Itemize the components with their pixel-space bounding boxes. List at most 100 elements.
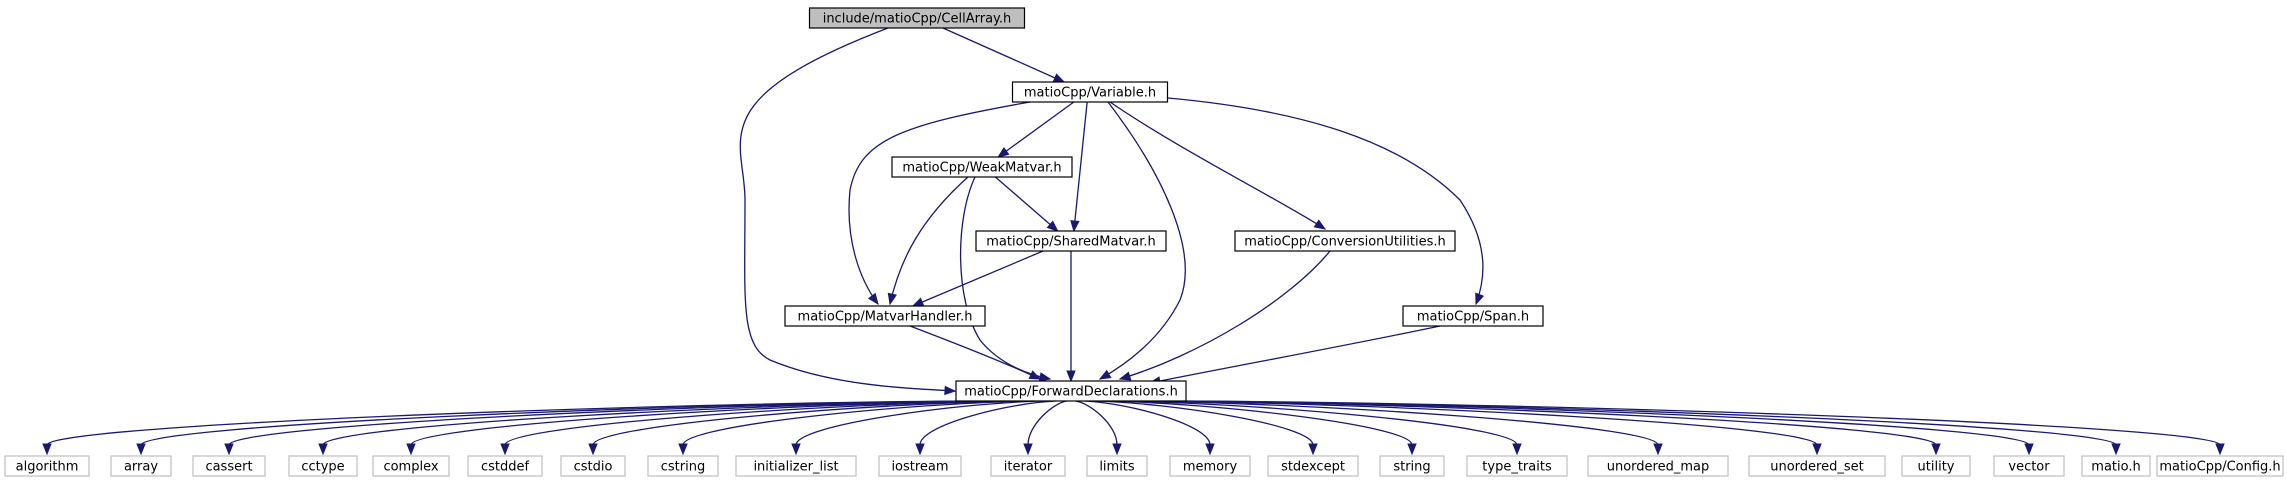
node-label-string: string (1393, 460, 1430, 475)
arrowhead-conversion-to-forward (1118, 371, 1132, 381)
node-box-limits (1086, 455, 1148, 477)
node-forward[interactable]: matioCpp/ForwardDeclarations.h (955, 380, 1187, 402)
arrowhead-forward-to-unordered_map (1653, 443, 1663, 456)
node-matio_h: matio.h (2081, 455, 2151, 477)
node-box-cctype (288, 455, 358, 477)
node-box-initializer_list (735, 455, 857, 477)
node-cellarray[interactable]: include/matioCpp/CellArray.h (808, 7, 1026, 29)
node-limits: limits (1086, 455, 1148, 477)
arrowhead-variable-to-matvarhandler (867, 292, 879, 306)
edge-forward-to-cassert (228, 400, 988, 446)
node-span[interactable]: matioCpp/Span.h (1402, 305, 1544, 327)
node-label-cellarray: include/matioCpp/CellArray.h (823, 12, 1012, 27)
edge-forward-to-type_traits (1115, 400, 1518, 446)
edge-cellarray-to-variable (942, 27, 1065, 83)
arrowhead-forward-to-array (136, 443, 146, 456)
arrowhead-weakmatvar-to-matvarhandler (887, 292, 897, 306)
arrowhead-forward-to-cstddef (500, 443, 510, 456)
arrowhead-variable-to-sharedmatvar (1070, 220, 1080, 233)
node-box-complex (372, 455, 450, 477)
edge-weakmatvar-to-matvarhandler (889, 176, 969, 305)
node-label-stdexcept: stdexcept (1281, 460, 1345, 475)
node-label-sharedmatvar: matioCpp/SharedMatvar.h (986, 235, 1155, 250)
edge-variable-to-sharedmatvar (1073, 101, 1088, 232)
node-box-weakmatvar (891, 156, 1073, 178)
edges-layer (42, 27, 2225, 456)
arrowhead-cellarray-to-forward (944, 385, 957, 396)
edge-forward-to-cstddef (504, 400, 1015, 446)
arrowhead-sharedmatvar-to-forward (1066, 370, 1076, 383)
node-label-cctype: cctype (301, 460, 344, 475)
node-label-matio_h: matio.h (2091, 460, 2140, 475)
node-iostream: iostream (878, 455, 962, 477)
node-weakmatvar[interactable]: matioCpp/WeakMatvar.h (891, 156, 1073, 178)
node-variable[interactable]: matioCpp/Variable.h (1011, 81, 1169, 103)
node-label-matvarhandler: matioCpp/MatvarHandler.h (798, 310, 973, 325)
edge-forward-to-memory (1084, 400, 1211, 446)
node-box-sharedmatvar (975, 230, 1167, 252)
node-label-array: array (124, 460, 158, 475)
node-cstddef: cstddef (467, 455, 543, 477)
node-complex: complex (372, 455, 450, 477)
node-sharedmatvar[interactable]: matioCpp/SharedMatvar.h (975, 230, 1167, 252)
node-label-memory: memory (1183, 460, 1238, 475)
arrowhead-forward-to-memory (1205, 443, 1215, 456)
arrowhead-variable-to-conversion (1313, 219, 1327, 230)
node-label-variable: matioCpp/Variable.h (1024, 86, 1156, 101)
node-label-cstddef: cstddef (481, 460, 530, 475)
nodes-layer: include/matioCpp/CellArray.h matioCpp/Var… (4, 7, 2284, 477)
node-cassert: cassert (192, 455, 266, 477)
edge-conversion-to-forward (1119, 250, 1331, 380)
node-box-cstring (647, 455, 719, 477)
arrowhead-matvarhandler-to-forward (1028, 370, 1042, 380)
arrowhead-forward-to-initializer_list (791, 443, 801, 456)
node-label-conversion: matioCpp/ConversionUtilities.h (1244, 235, 1445, 250)
node-box-cellarray (808, 7, 1026, 29)
node-box-algorithm (4, 455, 90, 477)
node-box-vector (1993, 455, 2065, 477)
arrowhead-variable-to-forward (1098, 369, 1112, 380)
node-string: string (1379, 455, 1445, 477)
arrowhead-forward-to-stdexcept (1308, 443, 1318, 456)
edge-forward-to-unordered_set (1144, 400, 1818, 446)
arrowhead-forward-to-algorithm (42, 443, 52, 456)
arrowhead-forward-to-cassert (224, 443, 234, 456)
node-box-iterator (990, 455, 1066, 477)
node-conversion[interactable]: matioCpp/ConversionUtilities.h (1234, 230, 1456, 252)
node-label-iostream: iostream (891, 460, 948, 475)
edge-forward-to-stdexcept (1094, 400, 1314, 446)
node-label-unordered_map: unordered_map (1607, 460, 1710, 475)
node-box-cstdio (560, 455, 626, 477)
node-box-cassert (192, 455, 266, 477)
node-label-weakmatvar: matioCpp/WeakMatvar.h (902, 161, 1061, 176)
node-box-iostream (878, 455, 962, 477)
node-label-algorithm: algorithm (16, 460, 79, 475)
edge-forward-to-cctype (322, 400, 997, 446)
node-box-array (110, 455, 172, 477)
node-utility: utility (1901, 455, 1971, 477)
node-matvarhandler[interactable]: matioCpp/MatvarHandler.h (784, 305, 986, 327)
edge-forward-to-config (1184, 400, 2221, 446)
arrowhead-forward-to-string (1407, 443, 1417, 456)
node-box-config (2156, 455, 2284, 477)
node-box-unordered_set (1748, 455, 1886, 477)
edge-variable-to-forward (1099, 101, 1186, 380)
edge-variable-to-weakmatvar (997, 101, 1075, 158)
edge-forward-to-iostream (919, 400, 1057, 446)
node-label-forward: matioCpp/ForwardDeclarations.h (964, 385, 1178, 400)
node-label-config: matioCpp/Config.h (2159, 460, 2280, 475)
node-box-utility (1901, 455, 1971, 477)
node-iterator: iterator (990, 455, 1066, 477)
arrowhead-weakmatvar-to-sharedmatvar (1046, 220, 1059, 232)
node-array: array (110, 455, 172, 477)
node-box-cstddef (467, 455, 543, 477)
node-label-iterator: iterator (1004, 460, 1053, 475)
node-box-span (1402, 305, 1544, 327)
node-cstdio: cstdio (560, 455, 626, 477)
node-label-cassert: cassert (205, 460, 252, 475)
node-cctype: cctype (288, 455, 358, 477)
node-box-string (1379, 455, 1445, 477)
edge-weakmatvar-to-sharedmatvar (994, 176, 1059, 232)
node-label-utility: utility (1918, 460, 1955, 475)
node-vector: vector (1993, 455, 2065, 477)
